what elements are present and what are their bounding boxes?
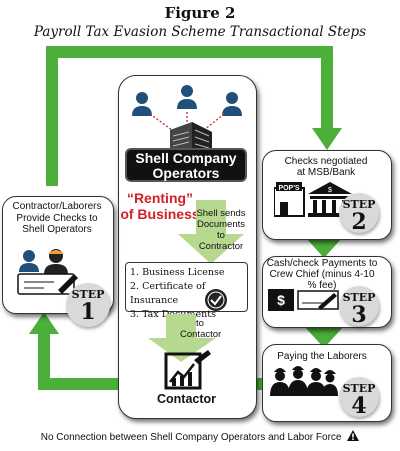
step1-badge: STEP 1 [66,283,110,327]
loop-arrow-top [46,46,333,186]
person-icon [177,85,197,109]
person-icon [132,92,152,116]
step1-word: STEP [71,288,105,301]
shell-sends-arrow [178,200,244,264]
bank-currency-glyph: $ [328,187,332,194]
worker-check-icon [17,249,78,295]
step2-word: STEP [342,198,376,211]
step3-badge: STEP 3 [339,286,379,326]
renting-line2: of Business [120,206,200,222]
warning-icon [347,430,360,441]
to-contactor-text: to Contactor [180,318,222,340]
building-icon [170,122,212,152]
footer-note: No Connection between Shell Company Oper… [40,432,342,443]
operators-label: Shell Company Operators [135,150,237,181]
step4-number: 4 [351,393,367,419]
contactor-chart-icon [164,350,211,390]
step2-text: Checks negotiated at MSB/Bank [284,156,368,178]
arrow-step2-step3 [306,238,342,258]
step3-number: 3 [351,302,367,328]
svg-text:$: $ [277,292,285,308]
laborer-icon [322,370,338,396]
step1-text: Contractor/Laborers Provide Checks to Sh… [12,201,102,235]
operators-label-box: Shell Company Operators [125,148,247,182]
laborers-group-icon [270,366,338,396]
approved-seal-icon [205,289,227,311]
figure-subtitle: Payroll Tax Evasion Scheme Transactional… [33,24,367,40]
shell-sends-text: Shell sends Documents to Contractor [196,208,246,252]
step3-text: Cash/check Payments to Crew Chief (minus… [266,258,378,291]
operators-icon-group [132,85,242,152]
contactor-label: Contactor [156,392,217,406]
person-icon [222,92,242,116]
documents-box: 1. Business License 2. Certificate of Ins… [125,262,248,320]
step1-number: 1 [80,299,96,325]
arrow-step3-step4 [304,326,344,348]
laborer-icon [288,366,308,396]
cash-check-icon: $ [268,289,339,311]
document-item: 1. Business License [130,267,225,278]
document-item: 2. Certificate of Insurance [130,281,206,306]
footer-note-row: No Connection between Shell Company Oper… [0,430,400,443]
figure-title: Figure 2 [164,4,236,22]
step2-badge: STEP 2 [339,193,379,233]
pops-sign: POP'S [278,185,299,192]
renting-text: “Renting” of Business [120,190,200,222]
to-contactor-arrow [148,314,216,362]
step2-number: 2 [351,209,367,235]
laborer-icon [306,368,326,396]
laborer-icon [270,368,290,396]
step4-word: STEP [342,382,376,395]
loop-arrow-bottom-head [29,312,59,334]
renting-line1: “Renting” [126,190,194,206]
step4-badge: STEP 4 [339,377,379,417]
step3-word: STEP [342,291,376,304]
loop-arrow-top-head [312,128,342,150]
step4-text: Paying the Laborers [277,351,367,362]
